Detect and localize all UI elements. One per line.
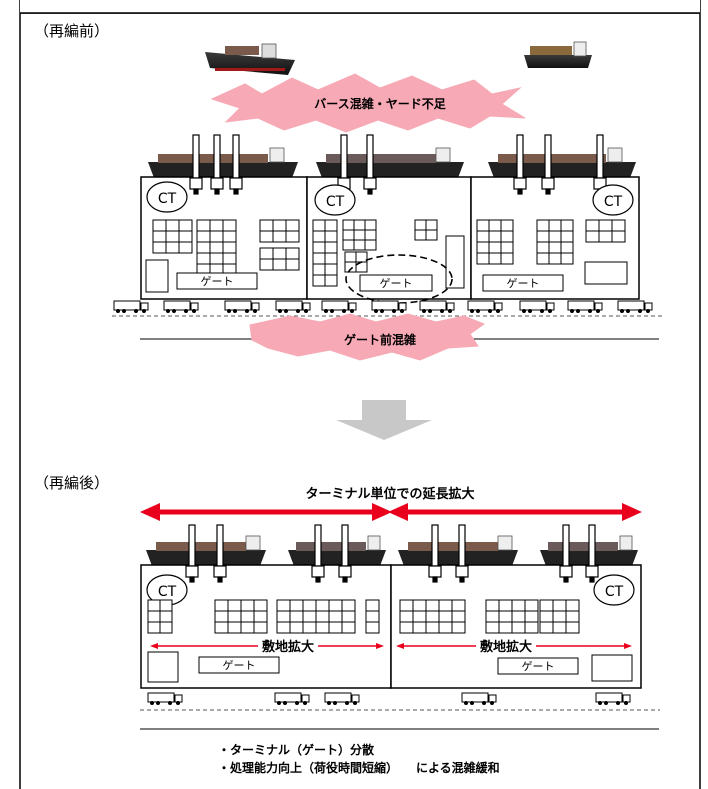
- crane-icon: [213, 524, 227, 583]
- gate-label: ゲート: [522, 660, 555, 673]
- crane-icon: [455, 524, 469, 583]
- berth-ships-before: [148, 147, 636, 178]
- crane-icons-after: [185, 524, 599, 583]
- transition-arrow-icon: [336, 400, 432, 440]
- extension-label: ターミナル単位での延長拡大: [305, 487, 475, 502]
- crane-icon: [363, 134, 377, 195]
- site-expansion-label: 敷地拡大: [480, 639, 532, 655]
- truck-icon: [567, 300, 603, 313]
- truck-icon: [595, 692, 631, 705]
- container-stack: [276, 599, 356, 634]
- extension-arrow-icon: [140, 503, 642, 521]
- gate-box: [497, 657, 579, 675]
- crane-icon: [541, 134, 555, 195]
- congestion-burst-icon: [210, 73, 526, 133]
- gate-box: [176, 272, 258, 290]
- section-label-before: （再編前）: [34, 22, 110, 40]
- container-stack: [259, 219, 300, 243]
- container-yard-grids-after: [147, 599, 580, 634]
- crane-icon: [559, 524, 573, 583]
- truck-icon: [419, 300, 455, 313]
- truck-icon: [224, 300, 260, 313]
- note-line-2: ・処理能力向上（荷役時間短縮） による混雑緩和: [218, 761, 500, 775]
- truck-icon: [467, 300, 503, 313]
- gate-label: ゲート: [223, 659, 256, 672]
- ct-circle: [146, 181, 188, 213]
- truck-icon: [461, 692, 497, 705]
- container-stack: [214, 599, 268, 634]
- yard-box: [145, 259, 169, 293]
- crane-icon: [428, 524, 442, 583]
- truck-icon: [275, 300, 311, 313]
- crane-icon: [513, 134, 527, 195]
- section-label-after: （再編後）: [34, 474, 110, 492]
- gate-label: ゲート: [507, 277, 540, 290]
- container-stack: [476, 219, 514, 265]
- gate-congestion-text: ゲート前混雑: [343, 333, 416, 347]
- container-stack: [344, 251, 368, 273]
- container-stack: [152, 219, 193, 254]
- container-stack: [539, 599, 580, 634]
- container-stack: [585, 219, 626, 243]
- container-stack: [414, 219, 438, 241]
- ct-label: CT: [158, 191, 177, 207]
- truck-icons-before: [113, 300, 653, 313]
- label-bg: [258, 636, 318, 654]
- crane-icon: [311, 524, 325, 583]
- truck-icon: [617, 300, 653, 313]
- ct-label: CT: [605, 584, 624, 600]
- gate-label: ゲート: [201, 275, 234, 288]
- ct-circle: [314, 184, 356, 216]
- ship-icon-top-right: [524, 41, 592, 68]
- truck-icon: [321, 300, 357, 313]
- yard-box: [584, 261, 628, 285]
- truck-icon: [147, 692, 183, 705]
- truck-icon: [324, 692, 360, 705]
- ct-circle: [593, 574, 635, 606]
- container-stack: [196, 219, 237, 276]
- crane-icon: [338, 524, 352, 583]
- gate-box: [359, 274, 433, 292]
- gate-congestion-burst-icon: [249, 313, 486, 361]
- container-stack: [399, 599, 466, 634]
- ct-label: CT: [604, 194, 623, 210]
- crane-icon: [185, 524, 199, 583]
- note-line-1: ・ターミナル（ゲート）分散: [218, 743, 375, 757]
- yard-box: [147, 651, 179, 683]
- truck-icon: [163, 300, 199, 313]
- truck-icon: [113, 300, 149, 313]
- crane-icon: [210, 134, 224, 195]
- label-bg: [476, 636, 536, 654]
- truck-icon: [371, 300, 407, 313]
- container-stack: [147, 599, 173, 634]
- container-yard-grids-before: [152, 219, 626, 287]
- frame-cap: [20, 0, 700, 13]
- truck-icons-after: [147, 692, 631, 705]
- crane-icon: [585, 524, 599, 583]
- truck-icon: [274, 692, 310, 705]
- site-expansion-label: 敷地拡大: [262, 639, 314, 655]
- gate-highlight-ellipse: [345, 254, 453, 304]
- truck-icon: [519, 300, 555, 313]
- container-stack: [259, 247, 300, 271]
- ct-circle: [592, 184, 634, 216]
- crane-icon: [189, 134, 203, 195]
- yard-box: [445, 235, 465, 289]
- ct-label: CT: [158, 584, 177, 600]
- ct-label: CT: [326, 194, 345, 210]
- container-stack: [312, 219, 338, 287]
- container-stack: [342, 219, 377, 251]
- congestion-banner-text: バース混雑・ヤード不足: [314, 97, 446, 111]
- gate-box: [482, 274, 564, 292]
- container-stack: [365, 599, 380, 634]
- ship-icon-top-left: [205, 43, 295, 75]
- container-stack: [536, 219, 574, 265]
- yard-box: [591, 654, 633, 682]
- container-stack: [485, 599, 539, 634]
- crane-icon: [229, 134, 243, 195]
- gate-box: [198, 656, 280, 674]
- gate-label: ゲート: [380, 277, 413, 290]
